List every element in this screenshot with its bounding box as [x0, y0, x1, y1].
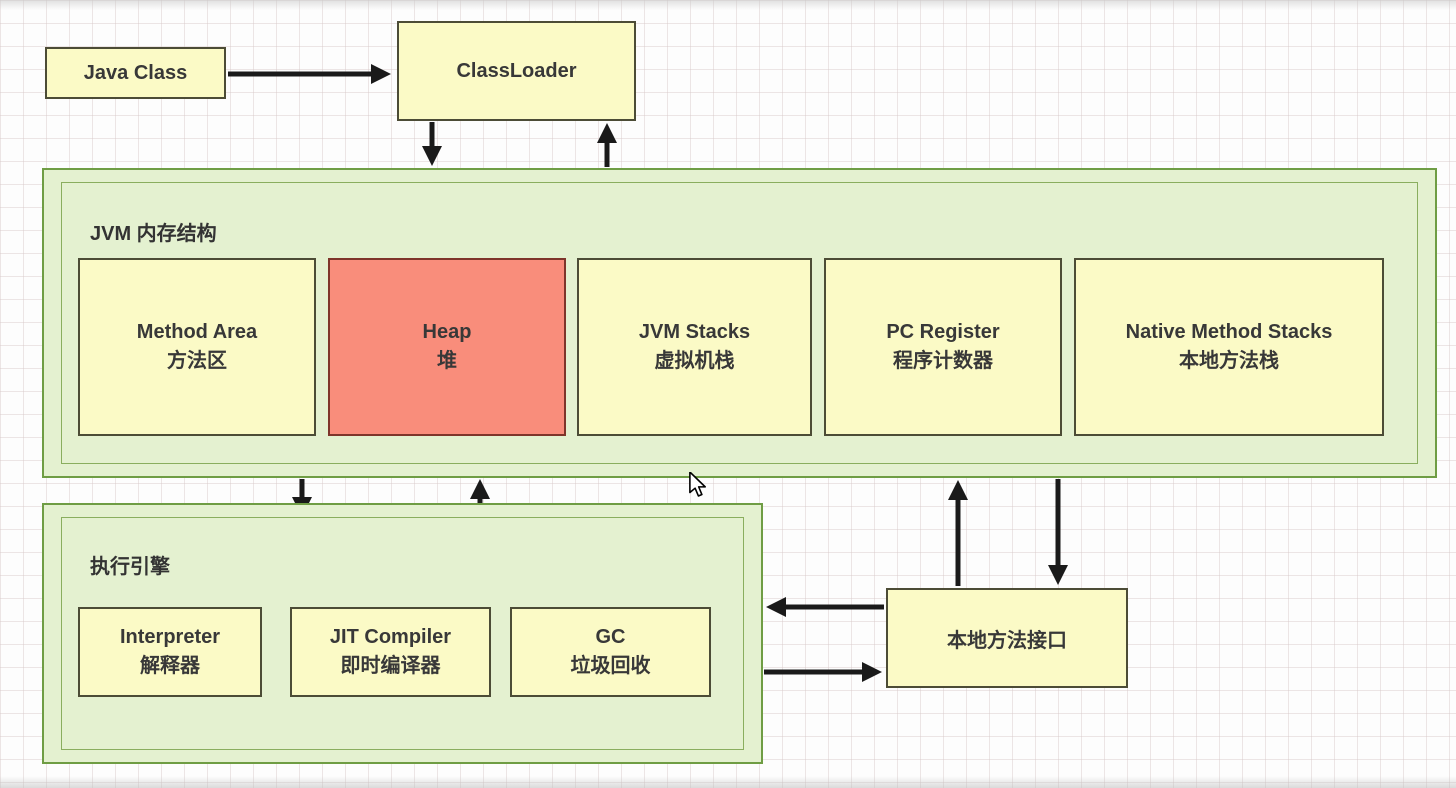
- classloader-label: ClassLoader: [456, 59, 577, 82]
- jit-compiler-node: JIT Compiler 即时编译器: [290, 607, 491, 697]
- execution-engine-title: 执行引擎: [90, 556, 170, 578]
- method-area-label-en: Method Area: [136, 321, 258, 343]
- jvm-stacks-label-en: JVM Stacks: [638, 321, 751, 343]
- pc-register-label-en: PC Register: [886, 321, 1000, 343]
- native-interface-label: 本地方法接口: [947, 629, 1067, 652]
- java-class-label: Java Class: [83, 61, 188, 84]
- interpreter-node: Interpreter 解释器: [78, 607, 262, 697]
- heap-label-zh: 堆: [437, 350, 457, 372]
- jvm-stacks-node: JVM Stacks 虚拟机栈: [577, 258, 812, 436]
- heap-label-en: Heap: [422, 321, 472, 343]
- classloader-node: ClassLoader: [397, 21, 636, 121]
- native-method-stacks-label-zh: 本地方法栈: [1179, 350, 1279, 372]
- gc-label-en: GC: [595, 626, 626, 648]
- native-method-stacks-label-en: Native Method Stacks: [1125, 321, 1333, 343]
- method-area-node: Method Area 方法区: [78, 258, 316, 436]
- native-interface-node: 本地方法接口: [886, 588, 1128, 688]
- jit-compiler-label-en: JIT Compiler: [329, 626, 452, 648]
- jvm-memory-title: JVM 内存结构: [90, 223, 217, 245]
- interpreter-label-en: Interpreter: [119, 626, 221, 648]
- method-area-label-zh: 方法区: [167, 350, 227, 372]
- java-class-node: Java Class: [45, 47, 226, 99]
- native-method-stacks-node: Native Method Stacks 本地方法栈: [1074, 258, 1384, 436]
- gc-label-zh: 垃圾回收: [570, 655, 651, 677]
- jit-compiler-label-zh: 即时编译器: [340, 655, 441, 677]
- jvm-memory-group-inner-border: [61, 182, 1418, 464]
- pc-register-label-zh: 程序计数器: [893, 350, 993, 372]
- interpreter-label-zh: 解释器: [140, 655, 200, 677]
- gc-node: GC 垃圾回收: [510, 607, 711, 697]
- jvm-stacks-label-zh: 虚拟机栈: [654, 350, 735, 372]
- pc-register-node: PC Register 程序计数器: [824, 258, 1062, 436]
- execution-engine-group-inner-border: [61, 517, 744, 750]
- heap-node: Heap 堆: [328, 258, 566, 436]
